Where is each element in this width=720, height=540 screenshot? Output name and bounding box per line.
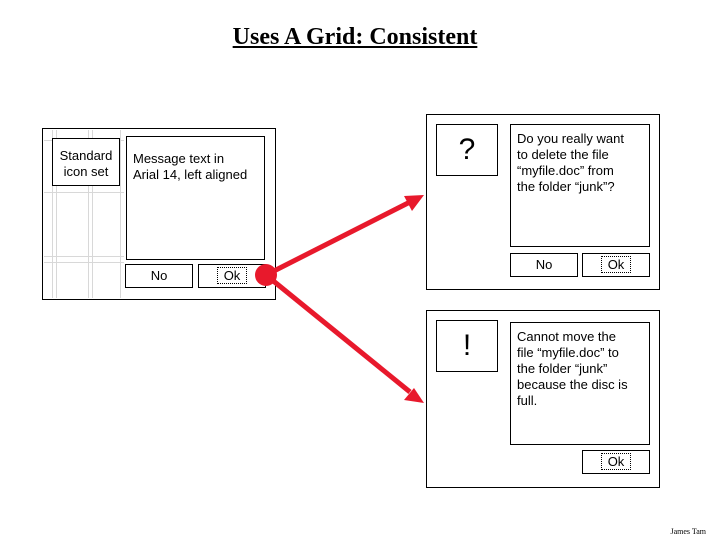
- arrow-to-delete-dialog: [264, 199, 412, 278]
- template-no-button[interactable]: No: [125, 264, 193, 288]
- grid-line: [56, 130, 57, 298]
- icon-set-label: Standard icon set: [59, 148, 113, 179]
- grid-line: [88, 130, 89, 298]
- arrowhead-icon: [404, 195, 424, 211]
- ok-label: Ok: [600, 256, 632, 273]
- author-credit: James Tam: [670, 527, 706, 536]
- grid-line: [44, 256, 124, 257]
- grid-line: [44, 192, 124, 193]
- arrow-to-move-dialog: [264, 273, 412, 394]
- grid-line: [120, 130, 121, 298]
- grid-line: [52, 130, 53, 298]
- question-icon: ?: [458, 133, 476, 166]
- slide-title: Uses A Grid: Consistent: [232, 24, 478, 50]
- move-ok-button[interactable]: Ok: [582, 450, 650, 474]
- question-icon-area: [436, 124, 498, 176]
- delete-no-button[interactable]: No: [510, 253, 578, 277]
- message-area: [126, 136, 265, 260]
- ok-label: Ok: [600, 453, 632, 470]
- move-message: Cannot move the file “myfile.doc” to the…: [517, 329, 628, 408]
- delete-ok-button[interactable]: Ok: [582, 253, 650, 277]
- grid-line: [92, 130, 93, 298]
- delete-message-area: [510, 124, 650, 247]
- icon-area: [52, 138, 120, 186]
- move-message-area: [510, 322, 650, 445]
- arrowhead-icon: [404, 388, 424, 403]
- grid-line: [44, 262, 124, 263]
- exclamation-icon-area: [436, 320, 498, 372]
- template-ok-button[interactable]: Ok: [198, 264, 266, 288]
- template-message: Message text in Arial 14, left aligned: [133, 151, 248, 182]
- exclamation-icon: !: [462, 329, 472, 362]
- arrow-origin-dot: [255, 264, 277, 286]
- ok-label: Ok: [216, 267, 248, 284]
- delete-message: Do you really want to delete the file “m…: [517, 131, 624, 194]
